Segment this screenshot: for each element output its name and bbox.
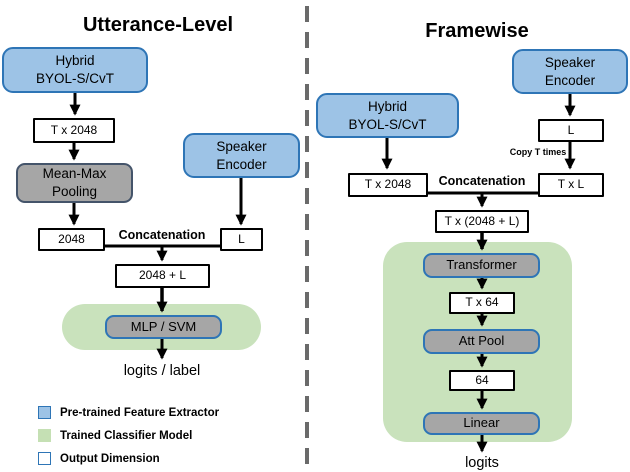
mean-max-pooling-block: Mean-Max Pooling bbox=[16, 163, 133, 203]
dim-l-box-left: L bbox=[220, 228, 263, 251]
concatenation-label-right: Concatenation bbox=[438, 174, 526, 188]
txl-dimension-box: T x L bbox=[538, 173, 604, 197]
white-swatch-icon bbox=[38, 452, 51, 465]
dim-l-box-right: L bbox=[538, 119, 604, 142]
legend-item-trained: Trained Classifier Model bbox=[38, 429, 192, 442]
dim-64-box: 64 bbox=[449, 370, 515, 391]
concat-dimension-box: T x (2048 + L) bbox=[435, 210, 529, 233]
legend-item-output-dim: Output Dimension bbox=[38, 452, 160, 465]
logits-label-output-left: logits / label bbox=[123, 363, 201, 379]
legend-label: Trained Classifier Model bbox=[60, 429, 193, 442]
logits-label-output-right: logits bbox=[465, 455, 499, 471]
mlp-svm-block: MLP / SVM bbox=[105, 315, 222, 339]
att-pool-block: Att Pool bbox=[423, 329, 540, 354]
speaker-encoder-block-left: Speaker Encoder bbox=[183, 133, 300, 178]
concatenation-label-left: Concatenation bbox=[118, 228, 206, 242]
copy-t-times-note: Copy T times bbox=[509, 147, 567, 157]
dim-2048-box: 2048 bbox=[38, 228, 105, 251]
green-swatch-icon bbox=[38, 429, 51, 442]
blue-swatch-icon bbox=[38, 406, 51, 419]
linear-block: Linear bbox=[423, 412, 540, 435]
t64-dimension-box: T x 64 bbox=[449, 292, 515, 314]
utterance-level-title: Utterance-Level bbox=[82, 14, 234, 36]
legend-label: Output Dimension bbox=[60, 452, 160, 465]
framewise-title: Framewise bbox=[425, 20, 529, 42]
sum-dimension-box: 2048 + L bbox=[115, 264, 210, 288]
t2048-dimension-box-left: T x 2048 bbox=[33, 118, 115, 143]
transformer-block: Transformer bbox=[423, 253, 540, 278]
hybrid-byols-cvt-block-left: Hybrid BYOL-S/CvT bbox=[2, 47, 148, 93]
legend-item-pretrained: Pre-trained Feature Extractor bbox=[38, 406, 219, 419]
legend-label: Pre-trained Feature Extractor bbox=[60, 406, 220, 419]
hybrid-byols-cvt-block-right: Hybrid BYOL-S/CvT bbox=[316, 93, 459, 138]
speaker-encoder-block-right: Speaker Encoder bbox=[512, 49, 628, 94]
t2048-dimension-box-right: T x 2048 bbox=[348, 173, 428, 197]
